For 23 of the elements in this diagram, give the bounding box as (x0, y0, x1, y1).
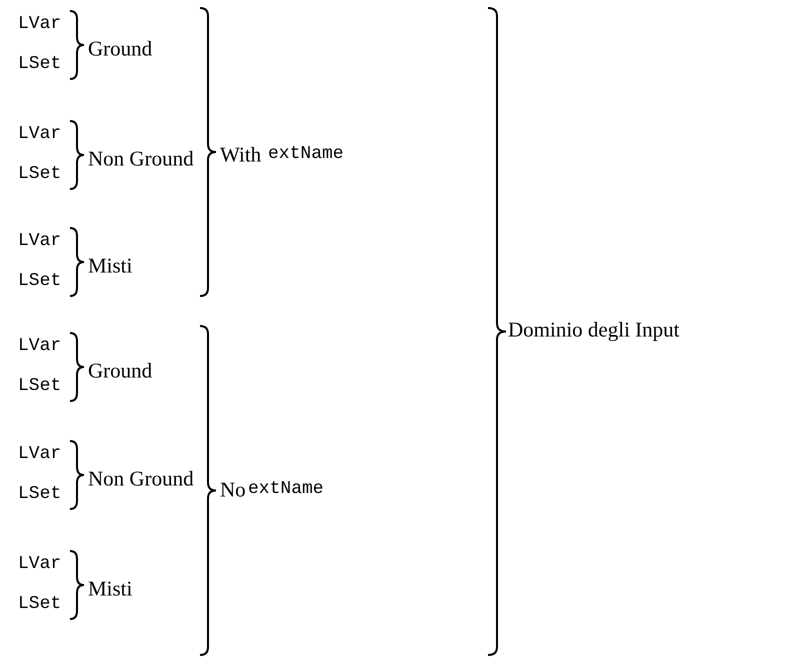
code-term: LSet (18, 55, 62, 75)
category-label: Misti (88, 577, 132, 601)
category-label: Dominio degli Input (508, 318, 680, 342)
code-term: LVar (18, 15, 62, 35)
category-label: Misti (88, 254, 132, 278)
category-label: With (220, 143, 262, 167)
code-term: LVar (18, 337, 62, 357)
code-term: LVar (18, 125, 62, 145)
code-term: LSet (18, 272, 62, 292)
category-label: No (220, 478, 246, 502)
category-label: Non Ground (88, 147, 194, 171)
code-term: LVar (18, 445, 62, 465)
code-term: LVar (18, 232, 62, 252)
code-term: LSet (18, 377, 62, 397)
category-label: Ground (88, 37, 152, 61)
code-term: extName (248, 480, 324, 500)
code-term: LSet (18, 485, 62, 505)
code-term: LVar (18, 555, 62, 575)
code-term: LSet (18, 595, 62, 615)
category-label: Ground (88, 359, 152, 383)
code-term: extName (268, 145, 344, 165)
category-label: Non Ground (88, 467, 194, 491)
code-term: LSet (18, 165, 62, 185)
